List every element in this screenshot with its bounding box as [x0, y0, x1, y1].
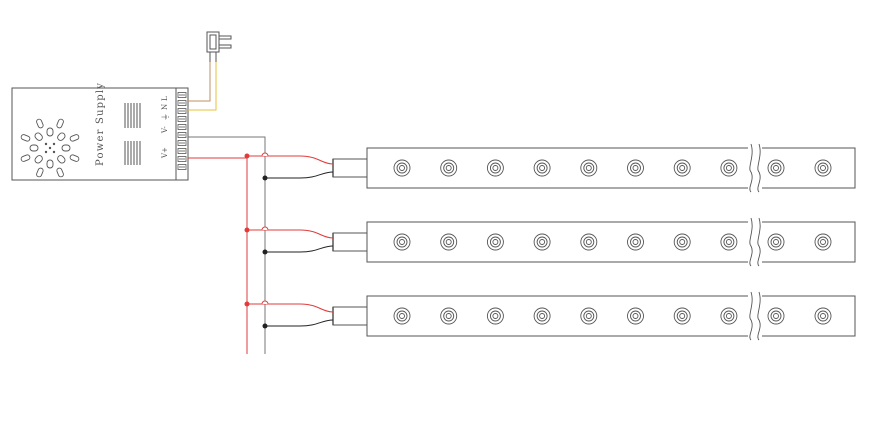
led-icon: [533, 307, 551, 325]
led-icon: [440, 307, 458, 325]
led-icon: [486, 233, 504, 251]
terminal-label-ground: ⏚: [161, 113, 170, 121]
terminal-label-v-minus: V-: [161, 126, 169, 134]
led-icon: [393, 307, 411, 325]
led-icon: [627, 233, 644, 251]
strip-connector: [332, 232, 368, 252]
led-icon: [486, 307, 504, 325]
led-icon: [533, 159, 551, 177]
power-supply: Power Supply L N ⏚ V- V+: [11, 82, 189, 181]
vent-slots: [124, 103, 141, 165]
led-icon: [393, 233, 411, 251]
terminal-label-l: L: [161, 96, 169, 101]
led-icon: [673, 233, 691, 251]
led-icon: [767, 307, 785, 325]
negative-branch-wire: [265, 319, 334, 327]
negative-bus-wire: [188, 136, 266, 354]
led-icon: [486, 159, 504, 177]
strip-break: [757, 143, 761, 193]
led-icon: [814, 307, 832, 325]
led-icon: [814, 159, 832, 177]
terminal-label-v-plus: V+: [161, 147, 169, 159]
led-strips: [244, 143, 856, 341]
bus-wires: [188, 136, 266, 354]
led-icon: [720, 233, 738, 251]
led-strip: [244, 217, 856, 267]
led-icon: [814, 233, 832, 251]
negative-branch-wire: [265, 245, 334, 253]
negative-junction-node: [262, 249, 268, 255]
positive-branch-wire: [247, 229, 334, 239]
led-strip: [244, 143, 856, 193]
negative-junction-node: [262, 323, 268, 329]
positive-branch-wire: [247, 303, 334, 313]
terminal-screws: [177, 92, 187, 170]
negative-branch-wire: [265, 171, 334, 179]
led-icon: [720, 159, 738, 177]
led-icon: [627, 307, 644, 325]
ac-plug-icon: [206, 31, 232, 62]
led-icon: [580, 307, 598, 325]
positive-branch-wire: [247, 155, 334, 165]
strip-break: [749, 217, 753, 267]
led-icon: [673, 159, 691, 177]
strip-connector: [332, 306, 368, 326]
power-supply-case: [11, 87, 189, 181]
led-icon: [767, 159, 785, 177]
terminal-label-n: N: [161, 104, 169, 110]
led-icon: [720, 307, 738, 325]
positive-junction-node: [244, 301, 250, 307]
led-icon: [440, 233, 458, 251]
positive-bus-wire: [188, 157, 248, 354]
strip-break: [749, 291, 753, 341]
led-strip: [244, 291, 856, 341]
strip-connector: [332, 158, 368, 178]
strip-break: [757, 217, 761, 267]
led-icon: [393, 159, 411, 177]
terminal-labels: L N ⏚ V- V+: [161, 96, 170, 159]
positive-junction-node: [244, 153, 250, 159]
led-icon: [767, 233, 785, 251]
led-icon: [580, 233, 598, 251]
led-icon: [580, 159, 598, 177]
led-icon: [533, 233, 551, 251]
strip-break: [749, 143, 753, 193]
power-supply-label: Power Supply: [95, 82, 106, 166]
led-icon: [440, 159, 458, 177]
ac-cable: [188, 62, 217, 111]
negative-junction-node: [262, 175, 268, 181]
led-icon: [673, 307, 691, 325]
led-icon: [627, 159, 644, 177]
strip-break: [757, 291, 761, 341]
positive-junction-node: [244, 227, 250, 233]
